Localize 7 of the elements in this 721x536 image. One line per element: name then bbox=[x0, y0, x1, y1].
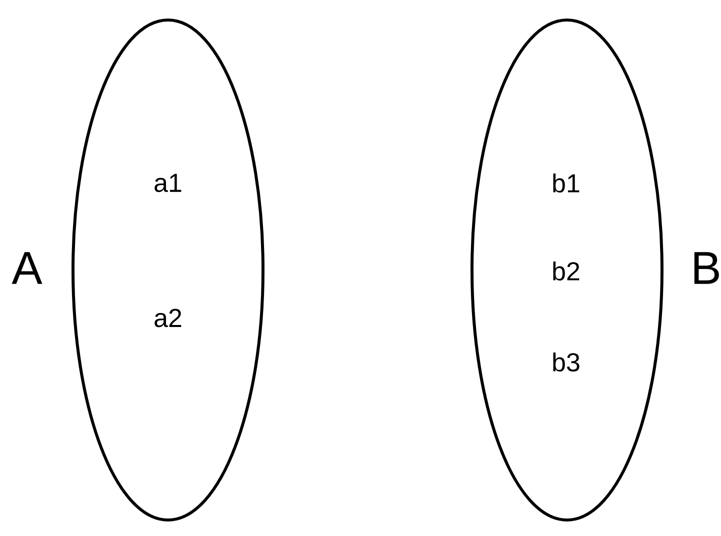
element-label: a1 bbox=[154, 174, 182, 192]
element-label: b3 bbox=[553, 352, 580, 372]
element-label: b1 bbox=[553, 173, 580, 193]
element-label: b2 bbox=[553, 261, 580, 281]
set-label: A bbox=[12, 252, 42, 284]
set-label: B bbox=[694, 252, 719, 284]
element-label: a2 bbox=[154, 308, 182, 328]
